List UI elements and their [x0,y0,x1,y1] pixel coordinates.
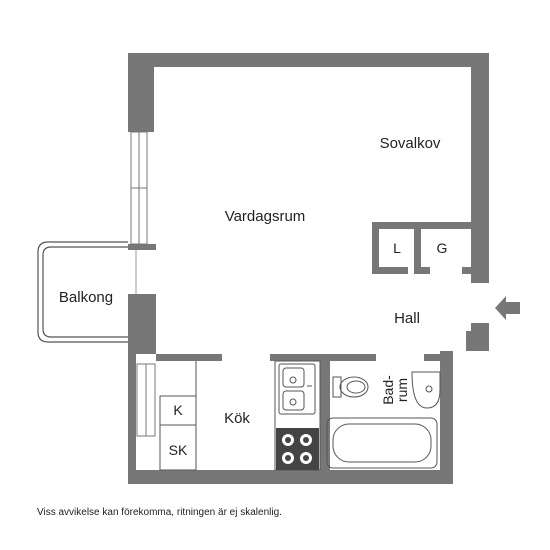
footnote: Viss avvikelse kan förekomma, ritningen … [37,507,282,518]
balcony-railing [37,241,128,343]
label-sovalkov: Sovalkov [380,135,441,152]
label-kok: Kök [224,410,250,427]
interior-walls [156,222,471,484]
label-g: G [437,240,448,256]
stove-icon [276,428,319,470]
outer-walls [128,53,489,484]
toilet-icon [332,376,369,398]
sink-icon [278,363,316,415]
label-badrum-2: rum [394,378,410,402]
label-l: L [393,240,401,256]
entrance-arrow-icon [495,296,520,320]
label-k: K [173,402,183,418]
kitchen-wardrobes [159,361,197,471]
label-badrum-1: Bad- [380,375,396,405]
label-balkong: Balkong [59,289,113,306]
window-kitchen [136,363,156,437]
label-vardagsrum: Vardagsrum [225,208,306,225]
washbasin-icon [411,371,441,409]
bathtub-icon [326,417,438,469]
window-living [130,131,148,245]
label-hall: Hall [394,310,420,327]
label-sk: SK [169,442,188,458]
